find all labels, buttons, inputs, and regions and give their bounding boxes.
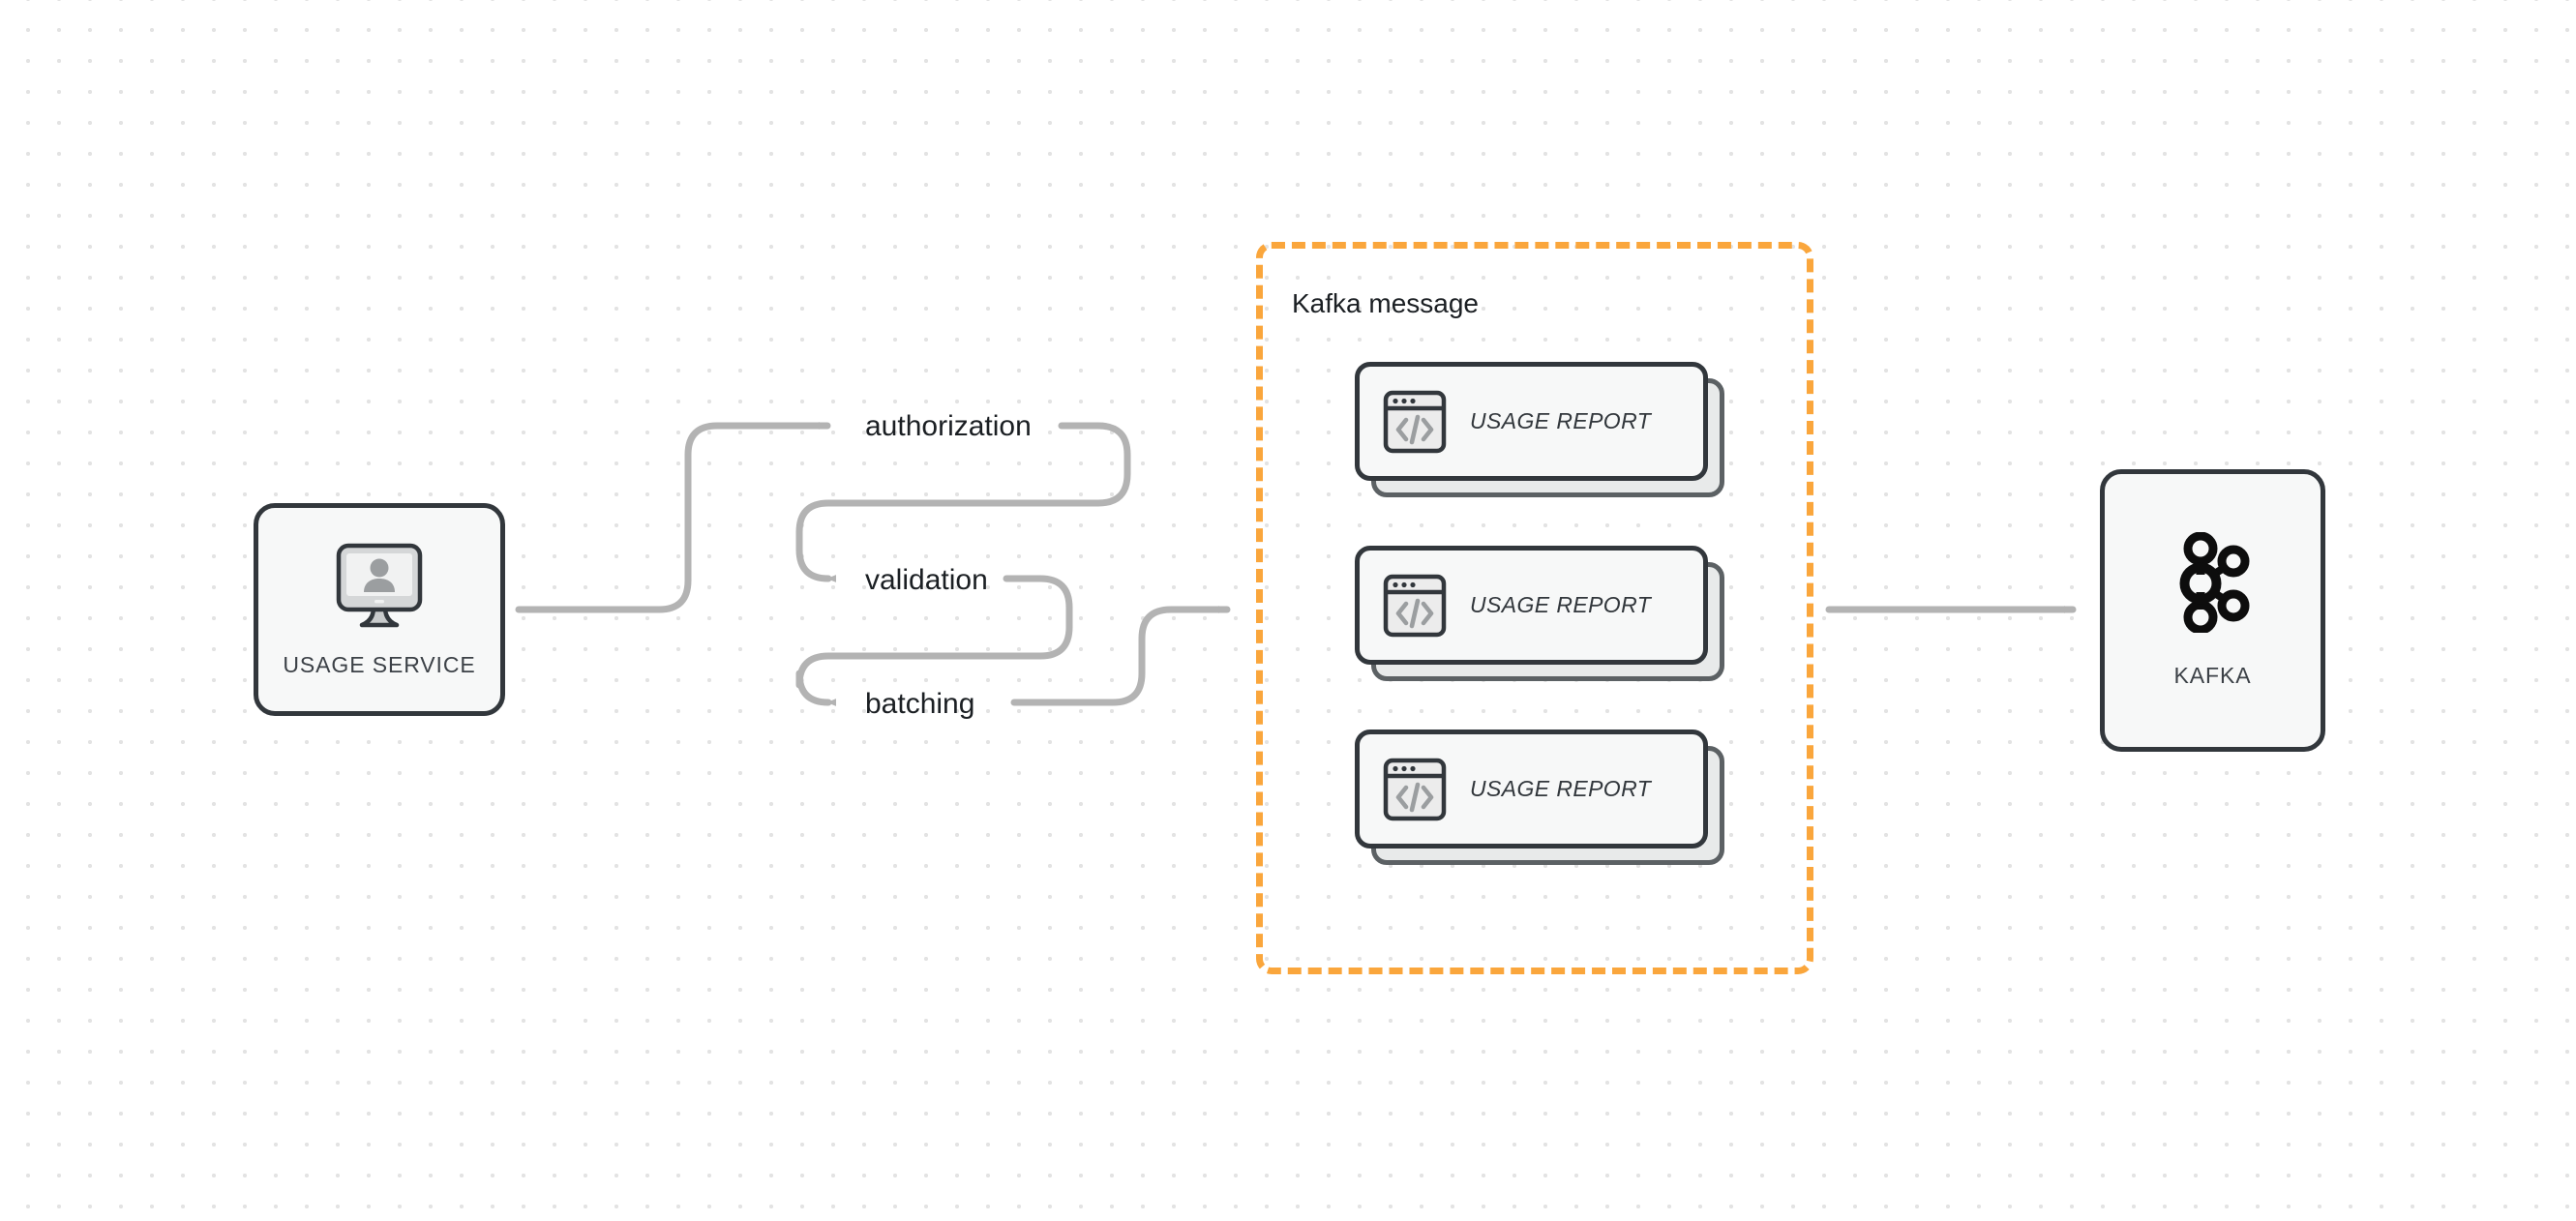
node-usage-service[interactable]: USAGE SERVICE (254, 503, 505, 716)
wire-validation-to-batching (795, 575, 1073, 706)
code-window-icon (1360, 390, 1447, 454)
usage-report-card[interactable]: USAGE REPORT (1355, 730, 1724, 865)
code-window-icon (1360, 758, 1447, 821)
card-face[interactable]: USAGE REPORT (1355, 730, 1708, 849)
monitor-user-icon (329, 542, 430, 635)
kafka-logo-icon (2172, 531, 2255, 638)
usage-report-card-label: USAGE REPORT (1470, 776, 1652, 801)
step-label-validation[interactable]: validation (865, 564, 988, 596)
node-usage-service-label: USAGE SERVICE (283, 651, 476, 677)
step-label-authorization[interactable]: authorization (865, 410, 1032, 442)
wire-batching-to-kafka-message (1010, 606, 1231, 706)
node-kafka-label: KAFKA (2173, 663, 2252, 688)
usage-report-card-label: USAGE REPORT (1470, 408, 1652, 433)
card-face[interactable]: USAGE REPORT (1355, 362, 1708, 481)
wire-authorization-to-validation (795, 422, 1131, 582)
usage-report-card[interactable]: USAGE REPORT (1355, 546, 1724, 681)
card-face[interactable]: USAGE REPORT (1355, 546, 1708, 665)
usage-report-card-label: USAGE REPORT (1470, 592, 1652, 617)
kafka-message-group-title: Kafka message (1292, 288, 1479, 318)
usage-report-card[interactable]: USAGE REPORT (1355, 362, 1724, 497)
node-kafka[interactable]: KAFKA (2100, 469, 2325, 752)
wire-service-to-authorization (515, 422, 831, 613)
code-window-icon (1360, 574, 1447, 638)
step-label-batching[interactable]: batching (865, 688, 975, 720)
kafka-message-group[interactable] (1256, 242, 1813, 974)
